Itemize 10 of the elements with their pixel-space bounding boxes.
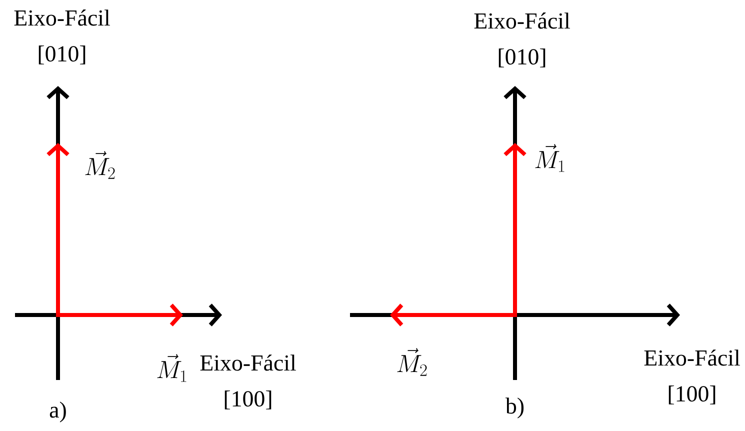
panel-label: b): [505, 398, 524, 418]
axis-label: Eixo-Fácil [100]: [644, 350, 740, 404]
axis-label: Eixo-Fácil [100]: [200, 354, 296, 410]
vector-label: $\vec{M}_1$: [157, 354, 186, 382]
axis-label: Eixo-Fácil [010]: [474, 12, 570, 68]
vector-label: $\vec{M}_2$: [85, 151, 115, 179]
vector-label: $\vec{M}_2$: [397, 348, 427, 376]
panel-label: a): [50, 402, 66, 422]
axis-label: Eixo-Fácil [010]: [14, 10, 110, 64]
vector-label: $\vec{M}_1$: [535, 144, 564, 172]
